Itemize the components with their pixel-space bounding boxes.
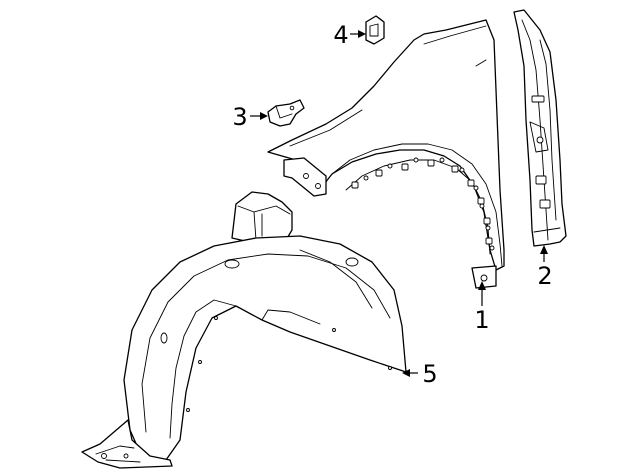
callout-3-label: 3 [232, 103, 247, 131]
clip-4-body [365, 15, 385, 45]
callout-1-label: 1 [474, 306, 489, 334]
part-5-fender-liner [81, 191, 407, 469]
callout-2-label: 2 [537, 262, 552, 290]
liner-shell [123, 235, 407, 461]
fender-arch-flange [331, 143, 503, 267]
callout-4-label: 4 [333, 21, 348, 49]
bracket-3-body [267, 99, 305, 127]
part-3-bracket [267, 99, 305, 127]
callout-5-label: 5 [422, 360, 437, 388]
part-1-fender-panel [267, 19, 505, 289]
callout-5: 5 [402, 360, 438, 388]
callout-4: 4 [333, 21, 366, 49]
callout-1: 1 [474, 281, 490, 334]
part-2-fender-support-bracket [513, 9, 567, 247]
part-4-clip [365, 15, 385, 45]
callout-2: 2 [537, 245, 553, 290]
callout-3: 3 [232, 103, 268, 131]
support-bracket-body [513, 9, 567, 247]
fender-outer-skin [267, 19, 505, 271]
